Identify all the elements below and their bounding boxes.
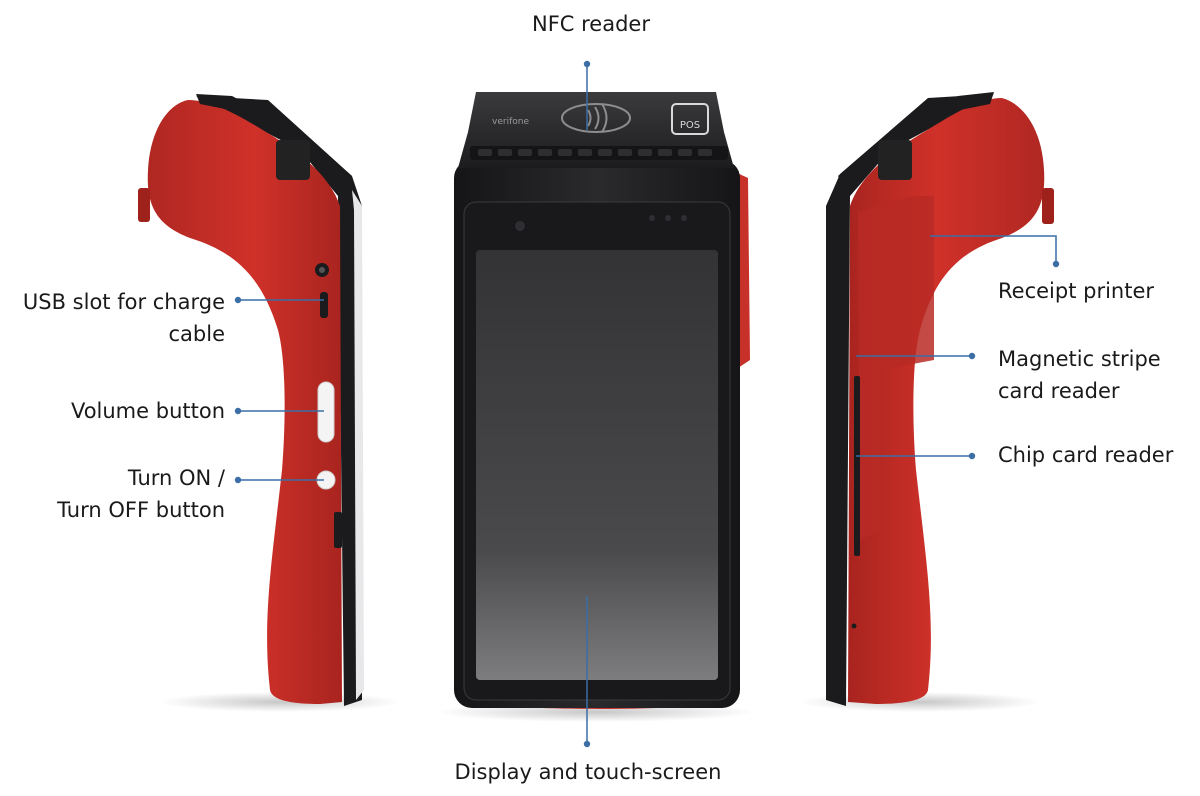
contactless-icon <box>561 103 631 133</box>
label-usb-slot-line1: USB slot for charge <box>22 290 225 314</box>
device-side-right <box>800 92 1054 712</box>
pos-card-icon: POS <box>671 103 709 135</box>
left-silver-rim <box>352 190 364 700</box>
label-magstripe: Magnetic stripe card reader <box>998 343 1161 407</box>
device-front: verifone POS <box>436 92 756 722</box>
volume-button-shape <box>317 381 335 443</box>
usb-slot <box>320 292 328 318</box>
right-printer-slot <box>878 140 912 180</box>
label-usb-slot: USB slot for charge cable <box>23 286 225 350</box>
left-printer-slot <box>276 140 310 180</box>
label-receipt-printer: Receipt printer <box>998 275 1154 307</box>
dot-volume <box>234 407 242 415</box>
label-usb-slot-line2: cable <box>168 322 226 346</box>
dot-nfc <box>583 60 591 68</box>
right-front-edge <box>826 94 994 706</box>
label-volume-button-text: Volume button <box>70 399 225 423</box>
left-top-cap <box>196 94 352 186</box>
label-magstripe-line1: Magnetic stripe <box>998 347 1161 371</box>
dot-magstripe <box>968 352 976 360</box>
label-display: Display and touch-screen <box>455 756 722 788</box>
label-chip-reader: Chip card reader <box>998 439 1173 471</box>
left-side-bump <box>138 188 150 222</box>
right-side-bump <box>1042 188 1054 224</box>
left-front-edge <box>196 96 362 706</box>
device-side-left <box>138 94 400 712</box>
right-small-hole <box>851 623 857 629</box>
label-magstripe-line2: card reader <box>998 379 1120 403</box>
label-display-text: Display and touch-screen <box>454 760 722 784</box>
label-power-button-line1: Turn ON / <box>127 466 225 490</box>
left-bottom-port <box>334 512 342 548</box>
label-power-button-line2: Turn OFF button <box>57 498 225 522</box>
front-sensor-dots <box>649 215 687 221</box>
dot-printer <box>1052 260 1060 268</box>
front-cap-vents <box>470 146 728 160</box>
right-top-cap <box>838 92 994 186</box>
leader-dots <box>234 60 1060 748</box>
dot-chip <box>968 452 976 460</box>
label-volume-button: Volume button <box>71 395 225 427</box>
leader-printer <box>930 235 1057 264</box>
dot-display <box>583 740 591 748</box>
label-nfc-reader: NFC reader <box>532 8 650 40</box>
pos-text: POS <box>680 120 700 131</box>
label-receipt-printer-text: Receipt printer <box>998 279 1155 303</box>
front-camera-icon <box>515 221 525 231</box>
dot-usb <box>234 296 242 304</box>
touch-screen <box>476 250 718 680</box>
label-nfc-reader-text: NFC reader <box>532 12 650 36</box>
label-chip-reader-text: Chip card reader <box>998 443 1174 467</box>
dot-power <box>234 476 242 484</box>
magstripe-panel <box>858 196 934 540</box>
leader-lines <box>238 64 1057 744</box>
front-brand-text: verifone <box>492 117 529 127</box>
label-power-button: Turn ON / Turn OFF button <box>57 462 225 526</box>
audio-jack-inner <box>319 267 325 273</box>
left-red-body <box>147 100 342 704</box>
chip-card-slot <box>854 376 860 556</box>
